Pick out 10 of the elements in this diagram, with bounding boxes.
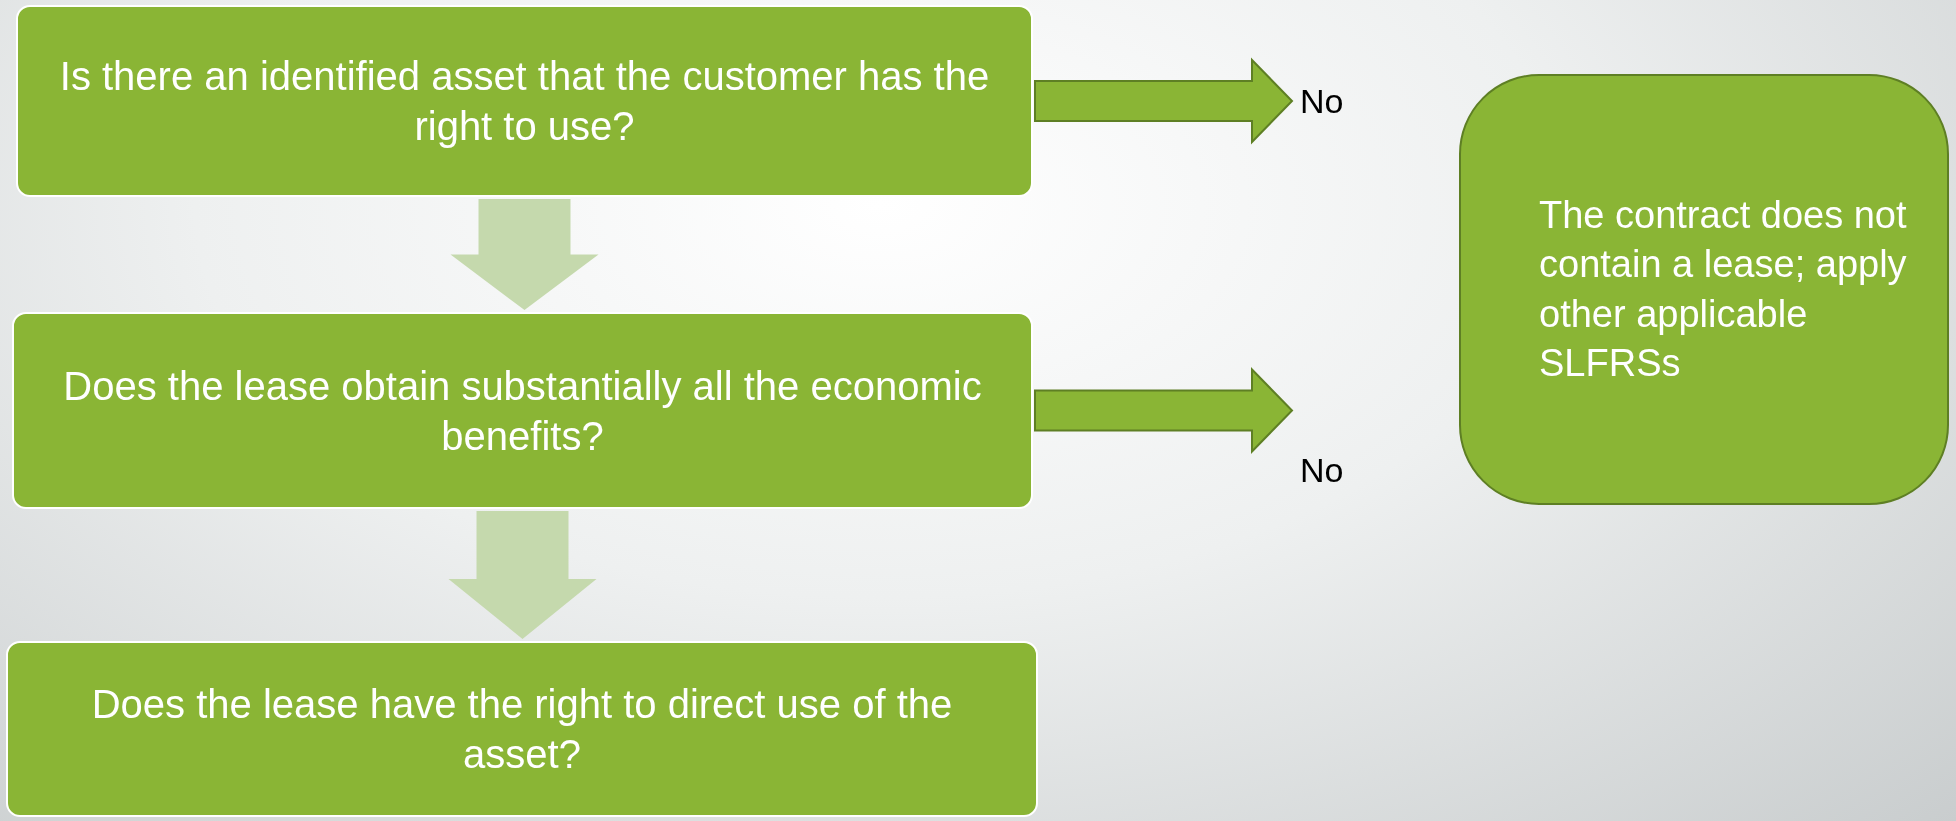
block-arrow — [1034, 57, 1294, 145]
answer-label: No — [1300, 445, 1380, 495]
question-box: Is there an identified asset that the customer has the right to use? — [16, 5, 1033, 197]
question-box: Does the lease obtain substantially all the economic benefits? — [12, 312, 1033, 509]
block-arrow — [450, 199, 599, 310]
answer-label: No — [1300, 76, 1380, 126]
question-box: Does the lease have the right to direct use of the asset? — [6, 641, 1038, 817]
block-arrow — [448, 511, 597, 639]
block-arrow — [1034, 367, 1294, 454]
result-box: The contract does not contain a lease; apply other applicable SLFRSs — [1459, 74, 1949, 505]
